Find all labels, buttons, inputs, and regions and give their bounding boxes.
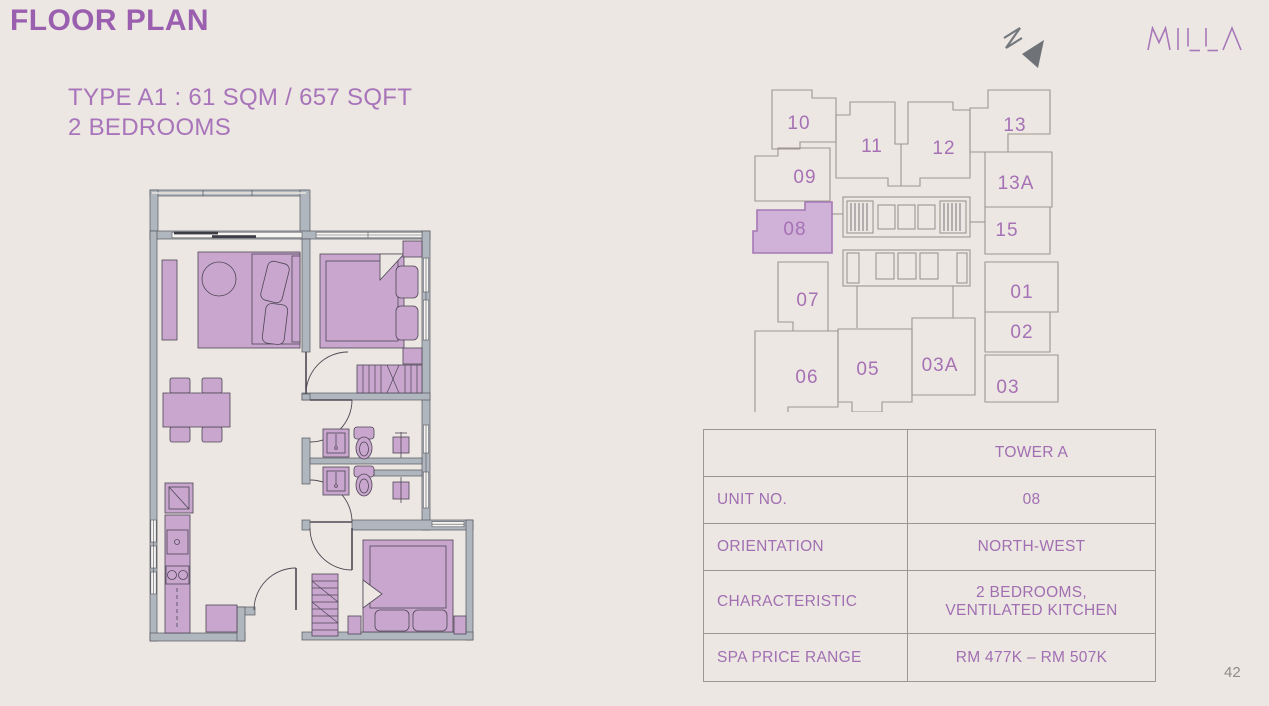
north-pointer-icon (1022, 40, 1044, 68)
keyplan-label-15: 15 (995, 220, 1018, 241)
keyplan-label-02: 02 (1010, 322, 1033, 343)
keyplan-unit-02 (984, 311, 1051, 353)
table-label-characteristic: CHARACTERISTIC (703, 570, 908, 634)
living-room-furniture (161, 251, 301, 349)
table-value-characteristic: 2 BEDROOMS, VENTILATED KITCHEN (907, 570, 1156, 634)
bedroom2-furniture (311, 539, 467, 637)
keyplan-unit-09 (754, 147, 831, 202)
sliding-door-panels (174, 231, 256, 238)
kitchen-furniture (164, 482, 238, 634)
north-arrow (998, 22, 1050, 70)
keyplan-label-08: 08 (783, 219, 806, 240)
master-bedroom-furniture (319, 240, 423, 394)
page-title: FLOOR PLAN (10, 4, 209, 37)
floor-plan-drawing (140, 182, 485, 652)
table-value-price: RM 477K – RM 507K (907, 633, 1156, 682)
keyplan-label-05: 05 (856, 359, 879, 380)
window-mullions (153, 232, 464, 594)
table-row: SPA PRICE RANGE RM 477K – RM 507K (703, 633, 1156, 682)
keyplan-label-06: 06 (795, 367, 818, 388)
balcony-rail-ticks (202, 190, 253, 196)
keyplan-label-12: 12 (932, 138, 955, 159)
keyplan-core (832, 196, 985, 328)
characteristic-line2: VENTILATED KITCHEN (945, 602, 1118, 619)
keyplan-unit-03 (984, 354, 1059, 403)
unit-details-table: TOWER A UNIT NO. 08 ORIENTATION NORTH-WE… (703, 429, 1156, 682)
keyplan-label-11: 11 (861, 136, 883, 157)
unit-type-line: TYPE A1 : 61 SQM / 657 SQFT (68, 84, 413, 111)
keyplan-label-13a: 13A (998, 173, 1035, 194)
milla-logo-letters (1147, 26, 1242, 52)
keyplan-unit-11-12 (835, 101, 971, 187)
keyplan-label-03: 03 (996, 377, 1019, 398)
table-value-orientation: NORTH-WEST (907, 523, 1156, 571)
keyplan-unit-13 (969, 89, 1051, 153)
keyplan-label-09: 09 (793, 167, 816, 188)
keyplan-label-13: 13 (1003, 115, 1026, 136)
keyplan-label-10: 10 (787, 113, 810, 134)
keyplan-label-07: 07 (796, 290, 819, 311)
table-label-orientation: ORIENTATION (703, 523, 908, 571)
unit-bedrooms-line: 2 BEDROOMS (68, 114, 232, 141)
characteristic-line1: 2 BEDROOMS, (976, 584, 1087, 601)
keyplan-unit-15 (984, 206, 1051, 255)
keyplan-label-03a: 03A (922, 355, 959, 376)
keyplan-stair-hatch (850, 203, 961, 231)
table-row: ORIENTATION NORTH-WEST (703, 523, 1156, 571)
table-row: CHARACTERISTIC 2 BEDROOMS, VENTILATED KI… (703, 570, 1156, 634)
key-plan: 10 11 12 13 09 13A 08 15 07 01 02 06 05 … (748, 82, 1068, 412)
dining-furniture (162, 377, 231, 443)
keyplan-unit-01 (984, 261, 1059, 313)
bathroom-fixtures (322, 426, 410, 503)
unit-type-summary: TYPE A1 : 61 SQM / 657 SQFT 2 BEDROOMS (68, 83, 412, 143)
milla-logo (1146, 26, 1246, 54)
north-letter-icon (1003, 27, 1023, 49)
wardrobe-hatching (311, 364, 418, 631)
table-label-unit-no: UNIT NO. (703, 476, 908, 524)
keyplan-unit-08-highlighted (752, 201, 833, 254)
page-number: 42 (1224, 664, 1241, 681)
keyplan-label-01: 01 (1010, 282, 1033, 303)
table-row: TOWER A (703, 429, 1156, 477)
keyplan-unit-03a (911, 317, 976, 396)
table-label-price: SPA PRICE RANGE (703, 633, 908, 682)
table-value-tower: TOWER A (907, 429, 1156, 477)
keyplan-unit-13a (984, 151, 1053, 208)
table-row: UNIT NO. 08 (703, 476, 1156, 524)
table-label-tower (703, 429, 908, 477)
table-value-unit-no: 08 (907, 476, 1156, 524)
